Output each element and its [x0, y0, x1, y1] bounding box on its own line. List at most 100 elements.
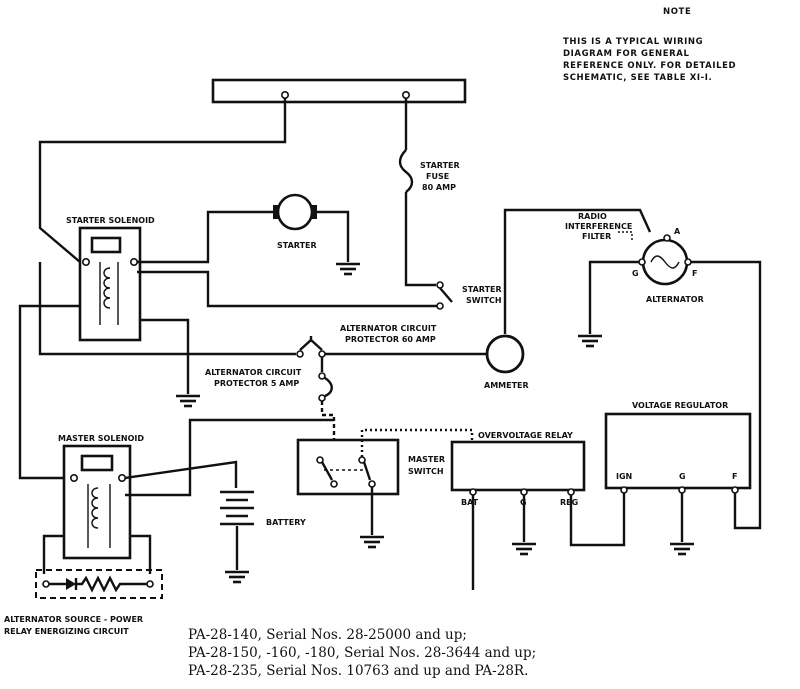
- note-title: NOTE: [663, 7, 691, 17]
- starter-fuse: [398, 149, 414, 193]
- radio-filter-label: RADIO INTERFERENCE FILTER: [565, 212, 632, 241]
- svg-text:ALTERNATOR SOURCE - POWER: ALTERNATOR SOURCE - POWER: [4, 615, 143, 624]
- wire-master-solenoid-to-energizing-circuit: [42, 534, 64, 574]
- wire-ovr-reg-to-vr-ign: [569, 492, 626, 547]
- vr-terminal-f: F: [732, 472, 737, 481]
- wire-protector-to-master-switch: [320, 401, 336, 440]
- starter-solenoid-label: STARTER SOLENOID: [66, 216, 155, 225]
- voltage-regulator: [604, 412, 752, 494]
- note-line: SCHEMATIC, SEE TABLE XI-I.: [563, 73, 712, 83]
- svg-text:80 AMP: 80 AMP: [422, 183, 456, 192]
- svg-text:RADIO: RADIO: [578, 212, 607, 221]
- ovr-terminal-reg: REG: [560, 498, 578, 507]
- solenoid-frame: [87, 484, 111, 548]
- overvoltage-relay-label: OVERVOLTAGE RELAY: [478, 431, 573, 440]
- circuit-protector-60amp: [296, 336, 326, 358]
- ammeter-gauge: [485, 334, 525, 374]
- energizing-circuit: [35, 569, 163, 599]
- wire-master-solenoid-to-battery: [124, 460, 238, 488]
- wire-starter-to-ground: [317, 210, 350, 262]
- starter-solenoid: [78, 226, 142, 342]
- svg-text:INTERFERENCE: INTERFERENCE: [565, 222, 632, 231]
- note-line: THIS IS A TYPICAL WIRING: [563, 37, 703, 47]
- vr-terminal-ign: IGN: [616, 472, 632, 481]
- terminal: [118, 473, 127, 482]
- bus-terminal: [401, 91, 410, 100]
- starter-switch: [436, 281, 453, 310]
- alt-protector-5-label: ALTERNATOR CIRCUIT PROTECTOR 5 AMP: [205, 368, 302, 388]
- ground-icon: [336, 262, 360, 276]
- battery-label: BATTERY: [266, 518, 306, 527]
- ground-icon: [512, 542, 536, 556]
- alternator-label: ALTERNATOR: [646, 295, 704, 304]
- ground-icon: [578, 334, 602, 348]
- wire-master-solenoid-to-energizing-circuit: [130, 534, 152, 574]
- wire-starter-solenoid-to-ground: [140, 318, 190, 394]
- wire-solenoid-to-starter-switch: [137, 270, 440, 308]
- wire-solenoid-to-starter: [137, 210, 276, 264]
- radio-filter: [618, 231, 633, 240]
- svg-text:STARTER: STARTER: [462, 285, 502, 294]
- solenoid-coil: [103, 267, 111, 309]
- alt-terminal-f: F: [692, 269, 697, 278]
- alt-terminal-g: G: [632, 269, 639, 278]
- footer-line: PA-28-235, Serial Nos. 10763 and up and …: [188, 663, 529, 679]
- svg-text:SWITCH: SWITCH: [408, 467, 444, 476]
- svg-text:SWITCH: SWITCH: [466, 296, 502, 305]
- ground-icon: [225, 570, 249, 584]
- starter-label: STARTER: [277, 241, 317, 250]
- voltage-regulator-label: VOLTAGE REGULATOR: [632, 401, 728, 410]
- starter-fuse-label: STARTER FUSE 80 AMP: [420, 161, 460, 192]
- alt-terminal-a: A: [674, 227, 681, 236]
- master-switch: [296, 438, 400, 496]
- vr-terminal-g: G: [679, 472, 686, 481]
- solenoid-frame: [99, 262, 119, 325]
- alt-source-label: ALTERNATOR SOURCE - POWER RELAY ENERGIZI…: [4, 615, 143, 636]
- circuit-protector-5amp: [318, 372, 333, 402]
- wire-master-switch-to-ovr: [360, 428, 474, 492]
- wire-ammeter-to-alternator: [503, 208, 652, 334]
- alternator: [638, 234, 692, 286]
- ground-icon: [176, 394, 200, 408]
- svg-text:FILTER: FILTER: [582, 232, 611, 241]
- master-switch-label: MASTER SWITCH: [408, 455, 445, 476]
- bus-bar: [211, 78, 467, 104]
- solenoid-coil: [91, 487, 99, 529]
- wire-bus-to-starter-solenoid: [38, 98, 287, 263]
- starter-solenoid-window: [90, 236, 122, 254]
- note-line: DIAGRAM FOR GENERAL: [563, 49, 690, 59]
- bus-terminal: [280, 91, 289, 100]
- svg-text:MASTER: MASTER: [408, 455, 445, 464]
- footer-line: PA-28-140, Serial Nos. 28-25000 and up;: [188, 627, 467, 643]
- svg-text:PROTECTOR 5 AMP: PROTECTOR 5 AMP: [214, 379, 299, 388]
- overvoltage-relay-body: [450, 440, 586, 492]
- battery: [220, 490, 254, 526]
- master-solenoid: [62, 444, 132, 560]
- svg-text:FUSE: FUSE: [426, 172, 449, 181]
- voltage-regulator-body: [604, 412, 752, 490]
- wire-alternator-to-ground: [588, 260, 639, 334]
- svg-text:ALTERNATOR CIRCUIT: ALTERNATOR CIRCUIT: [205, 368, 302, 377]
- alt-protector-60-label: ALTERNATOR CIRCUIT PROTECTOR 60 AMP: [340, 324, 437, 344]
- wire-starter-solenoid-to-master-solenoid: [18, 304, 80, 480]
- starter-motor: [273, 193, 317, 231]
- wire-solenoid-to-protector: [38, 262, 296, 356]
- ground-icon: [670, 542, 694, 556]
- svg-text:ALTERNATOR CIRCUIT: ALTERNATOR CIRCUIT: [340, 324, 437, 333]
- wire-alternator-to-regulator-f: [691, 260, 762, 530]
- ground-icon: [360, 535, 384, 549]
- master-solenoid-window: [80, 454, 114, 472]
- footer-line: PA-28-150, -160, -180, Serial Nos. 28-36…: [188, 645, 537, 661]
- resistor-icon: [76, 575, 147, 593]
- master-solenoid-label: MASTER SOLENOID: [58, 434, 144, 443]
- svg-text:PROTECTOR 60 AMP: PROTECTOR 60 AMP: [345, 335, 436, 344]
- overvoltage-relay: [450, 440, 586, 496]
- starter-switch-label: STARTER SWITCH: [462, 285, 502, 305]
- terminal: [70, 473, 79, 482]
- ammeter-label: AMMETER: [484, 381, 529, 390]
- ovr-terminal-bat: BAT: [461, 498, 479, 507]
- terminal: [130, 257, 139, 266]
- note: NOTE THIS IS A TYPICAL WIRING DIAGRAM FO…: [563, 7, 736, 83]
- master-switch-body: [296, 438, 400, 496]
